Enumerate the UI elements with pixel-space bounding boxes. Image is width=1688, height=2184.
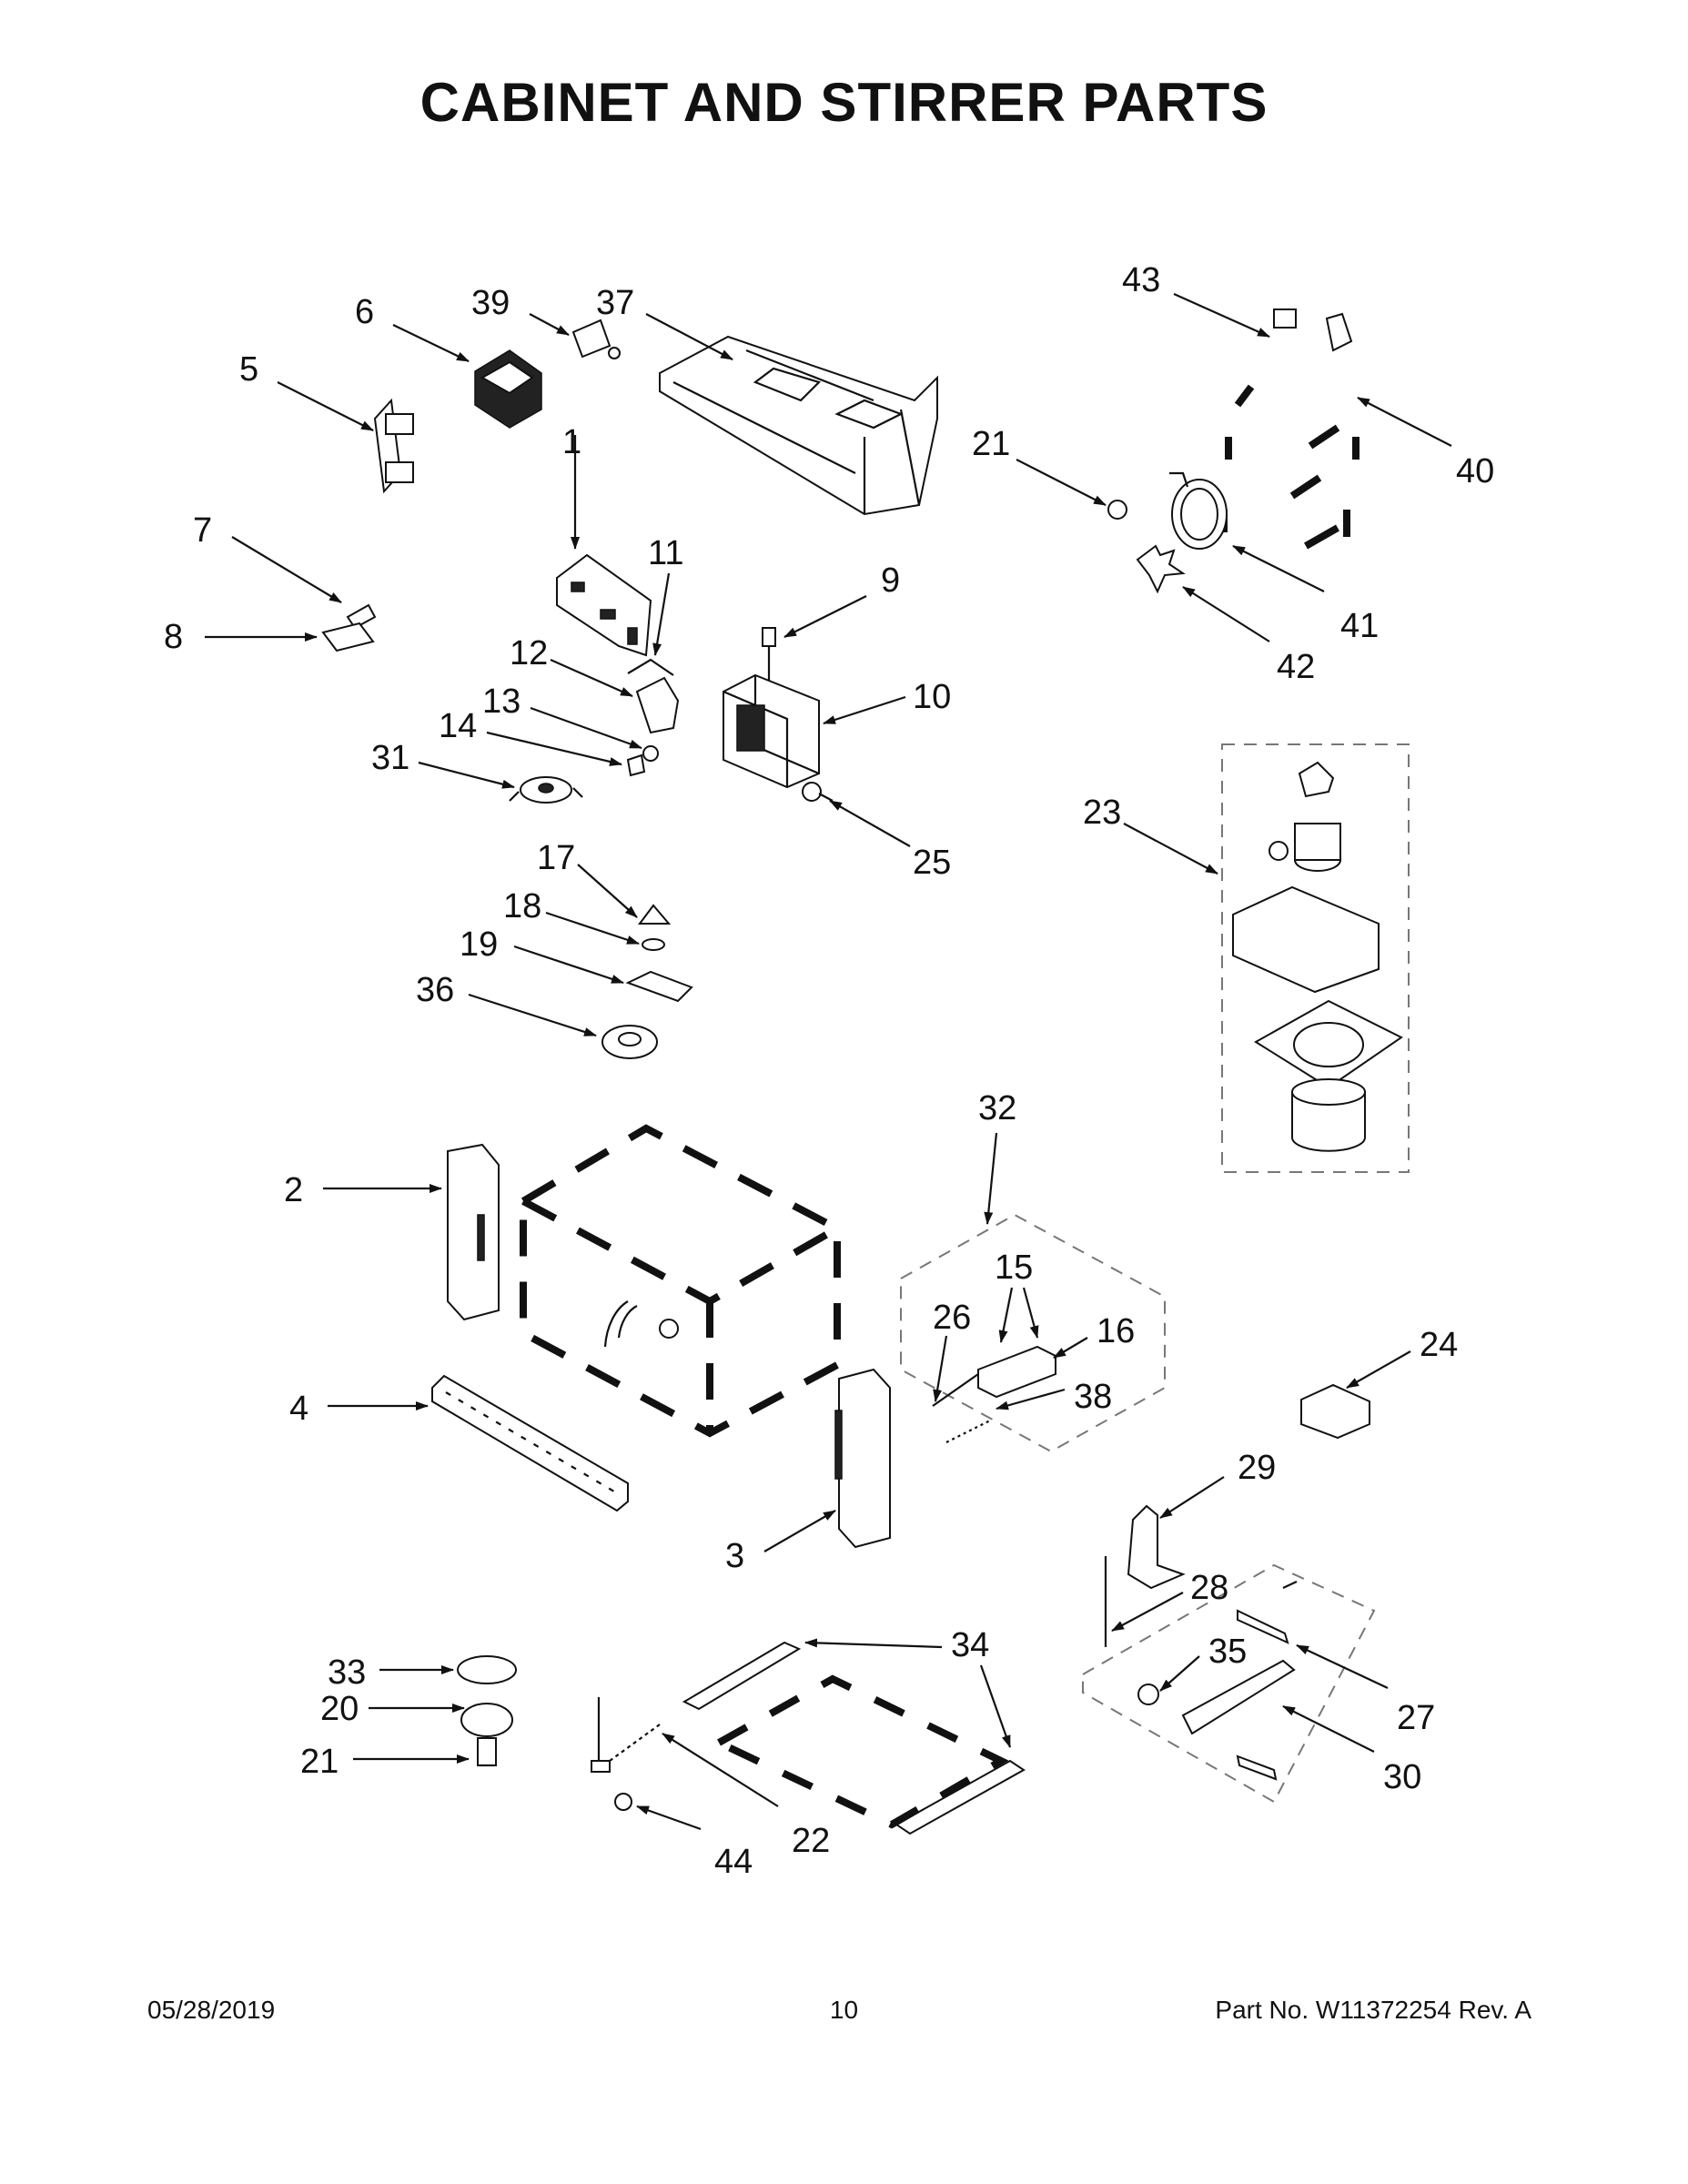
part-40-43-stirrer-bracket (1220, 308, 1359, 550)
callout-25: 25 (913, 844, 951, 882)
part-24-connector (1300, 1383, 1370, 1440)
callout-21-bottom: 21 (300, 1743, 339, 1781)
callout-18: 18 (503, 887, 541, 925)
callout-26: 26 (933, 1299, 971, 1337)
callout-14: 14 (439, 707, 477, 745)
part-23-motor-assembly (1221, 743, 1410, 1173)
footer-date: 05/28/2019 (147, 1996, 276, 2024)
part-36-ring (601, 1025, 658, 1059)
part-39-connector (571, 318, 621, 359)
callout-16: 16 (1097, 1312, 1135, 1350)
part-21-screw-top (1107, 500, 1127, 520)
callout-35: 35 (1208, 1633, 1247, 1671)
callout-7: 7 (193, 511, 212, 550)
callout-28: 28 (1190, 1569, 1228, 1607)
page-title: CABINET AND STIRRER PARTS (419, 72, 1269, 133)
callout-38: 38 (1074, 1378, 1112, 1416)
part-6-switch (474, 349, 542, 429)
callout-15: 15 (995, 1249, 1033, 1287)
footer-page-number: 10 (829, 1996, 859, 2024)
callout-17: 17 (537, 839, 575, 877)
part-34-rails (682, 1641, 1026, 1835)
callout-21-top: 21 (972, 425, 1010, 463)
callout-labels: 1 2 3 4 5 6 7 8 9 10 11 12 13 14 15 16 1… (164, 261, 1494, 1881)
part-42-stirrer-blade (1136, 544, 1186, 594)
callout-41: 41 (1340, 607, 1379, 645)
callout-33: 33 (328, 1653, 366, 1692)
callout-5: 5 (239, 350, 258, 389)
callout-9: 9 (881, 561, 900, 600)
part-27-30-35-belt (1082, 1556, 1376, 1804)
part-8-fuse-holder (321, 622, 375, 652)
callout-8: 8 (164, 618, 183, 656)
callout-6: 6 (355, 293, 374, 331)
part-11-12-13-14 (626, 658, 680, 777)
part-10-transformer (723, 673, 820, 789)
callout-44: 44 (714, 1843, 753, 1881)
part-3-side-panel (834, 1368, 891, 1549)
callout-40: 40 (1456, 452, 1494, 490)
part-44-screw (614, 1793, 632, 1811)
callout-30: 30 (1383, 1758, 1421, 1796)
callout-29: 29 (1238, 1449, 1276, 1487)
callout-37: 37 (596, 284, 634, 322)
part-5-bracket (373, 398, 414, 494)
footer-part-number: Part No. W11372254 Rev. A (1215, 1996, 1531, 2024)
callout-23: 23 (1083, 794, 1121, 832)
callout-42: 42 (1277, 648, 1315, 686)
callout-1: 1 (562, 423, 581, 461)
oven-cavity (520, 1124, 841, 1438)
callout-22: 22 (792, 1822, 830, 1860)
part-2-side-panel (447, 1143, 500, 1321)
callout-11: 11 (648, 534, 683, 572)
callout-34: 34 (951, 1626, 989, 1664)
callout-19: 19 (460, 925, 498, 964)
callout-39: 39 (471, 284, 510, 322)
part-22-probe (591, 1697, 661, 1773)
callout-12: 12 (510, 634, 548, 672)
part-37-housing (659, 335, 938, 516)
callout-31: 31 (371, 739, 409, 777)
part-41-heater-ring (1169, 471, 1228, 550)
part-1-board (556, 553, 652, 657)
callout-3: 3 (725, 1537, 744, 1575)
callout-2: 2 (284, 1171, 303, 1209)
part-29-bracket (1127, 1504, 1186, 1590)
callout-24: 24 (1420, 1326, 1458, 1364)
callout-13: 13 (482, 682, 521, 721)
callout-4: 4 (289, 1390, 308, 1428)
callout-32: 32 (978, 1089, 1016, 1127)
callout-10: 10 (913, 678, 951, 716)
callout-36: 36 (416, 971, 454, 1009)
callout-43: 43 (1122, 261, 1160, 299)
callout-27: 27 (1397, 1699, 1435, 1737)
part-33-20-21-motor (457, 1655, 517, 1767)
part-4-rail (431, 1374, 629, 1512)
leader-arrows (205, 292, 1452, 1831)
part-31-thermostat (509, 776, 583, 804)
part-17-18-19 (625, 904, 693, 1003)
part-25-screw (802, 782, 834, 802)
callout-20: 20 (320, 1690, 359, 1728)
